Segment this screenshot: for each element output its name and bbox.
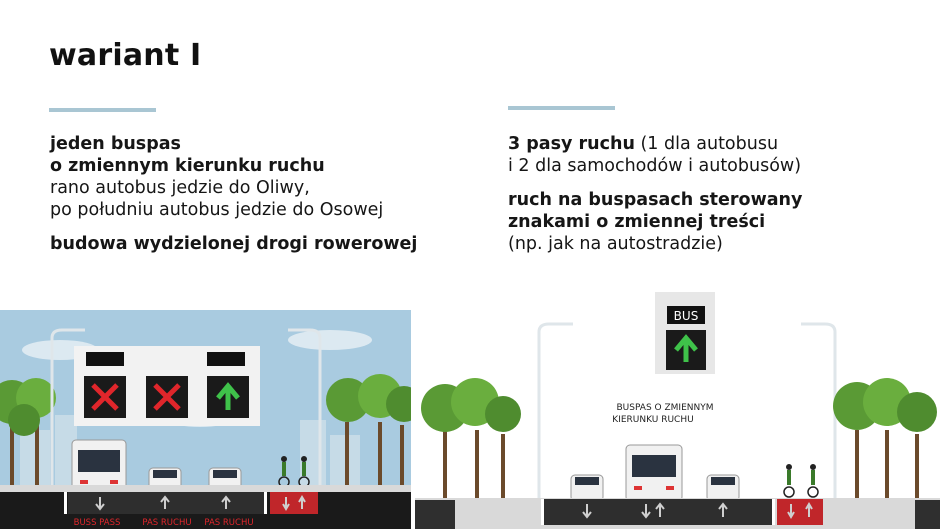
red-x-icon bbox=[146, 376, 188, 418]
right-description: 3 pasy ruchu (1 dla autobusu i 2 dla sam… bbox=[508, 133, 802, 255]
road-edge-right bbox=[915, 500, 940, 529]
street-lamps bbox=[50, 328, 322, 485]
curb-stripes bbox=[64, 492, 267, 514]
right-line-5: (np. jak na autostradzie) bbox=[508, 234, 723, 254]
lane-label-3: PAS RUCHU bbox=[204, 518, 253, 528]
road-edge-left bbox=[415, 500, 455, 529]
lane-arrows-right bbox=[582, 502, 813, 519]
street-lamps-right bbox=[537, 322, 837, 500]
bus-sign-display bbox=[667, 306, 705, 324]
left-description: jeden buspas o zmiennym kierunku ruchu r… bbox=[50, 133, 417, 255]
trees-right bbox=[326, 374, 411, 485]
right-street-svg: BUS BUSPAS O ZMIENNYM KIERUNKU RUCHU bbox=[415, 290, 940, 529]
right-line-2: i 2 dla samochodów i autobusów) bbox=[508, 156, 802, 176]
gantry-display-2 bbox=[207, 352, 245, 366]
left-line-5: budowa wydzielonej drogi rowerowej bbox=[50, 234, 418, 254]
caption-line-2: KIERUNKU RUCHU bbox=[612, 415, 693, 425]
right-line-1-bold: 3 pasy ruchu bbox=[508, 134, 635, 154]
cyclists-right bbox=[783, 464, 819, 498]
car-right-1 bbox=[570, 474, 604, 502]
bus-right bbox=[625, 444, 683, 502]
page-title: wariant I bbox=[49, 38, 202, 73]
curb-stripes-right bbox=[541, 499, 775, 525]
trees-left-right-panel bbox=[421, 378, 521, 500]
trees-left bbox=[0, 378, 56, 485]
left-street-svg: BUSS PASS PAS RUCHU PAS RUCHU bbox=[0, 310, 411, 529]
car-right-2 bbox=[706, 474, 740, 502]
red-x-icon bbox=[84, 376, 126, 418]
caption-line-1: BUSPAS O ZMIENNYM bbox=[616, 403, 713, 413]
lane-arrows bbox=[95, 495, 306, 511]
bike-lane bbox=[270, 492, 318, 514]
green-up-arrow-icon bbox=[666, 330, 706, 370]
cyclists bbox=[278, 456, 310, 488]
bike-lane-right bbox=[777, 499, 823, 525]
right-street-illustration: BUS BUSPAS O ZMIENNYM KIERUNKU RUCHU bbox=[415, 290, 940, 529]
lane-label-1: BUSS PASS bbox=[74, 518, 121, 528]
gantry-display-1 bbox=[86, 352, 124, 366]
left-line-3: rano autobus jedzie do Oliwy, bbox=[50, 178, 310, 198]
left-line-4: po południu autobus jedzie do Osowej bbox=[50, 200, 384, 220]
right-divider bbox=[508, 106, 615, 110]
green-up-arrow-icon bbox=[207, 376, 249, 418]
left-street-illustration: BUSS PASS PAS RUCHU PAS RUCHU bbox=[0, 310, 411, 529]
left-line-1: jeden buspas bbox=[50, 134, 181, 154]
left-divider bbox=[49, 108, 156, 112]
left-line-2: o zmiennym kierunku ruchu bbox=[50, 156, 325, 176]
road-right bbox=[541, 499, 775, 525]
trees-right-right-panel bbox=[833, 378, 937, 500]
right-line-3: ruch na buspasach sterowany bbox=[508, 190, 803, 210]
lane-label-2: PAS RUCHU bbox=[142, 518, 191, 528]
right-line-1-rest: (1 dla autobusu bbox=[634, 134, 779, 154]
bus bbox=[71, 439, 127, 493]
bus-sign-text: BUS bbox=[674, 309, 699, 323]
right-line-4: znakami o zmiennej treści bbox=[508, 212, 766, 232]
